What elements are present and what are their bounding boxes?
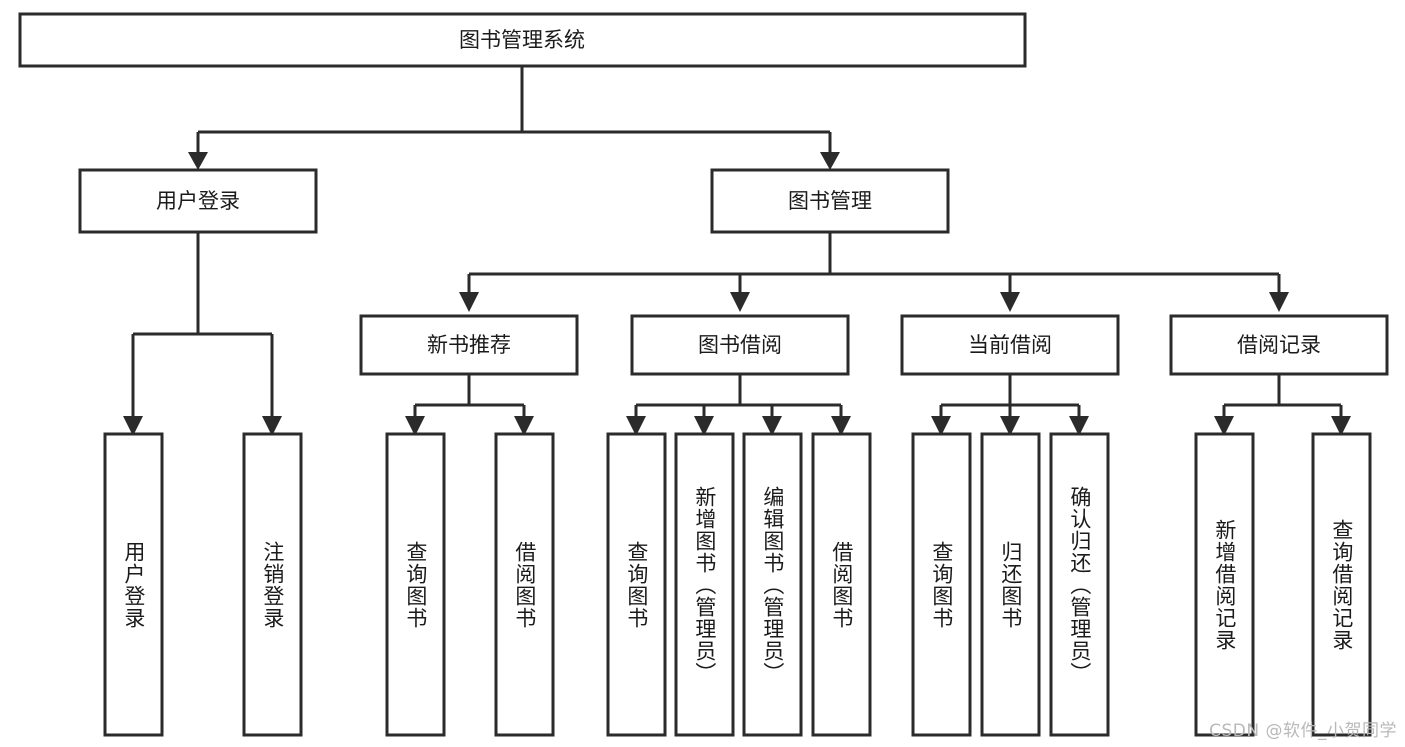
arrow-head-icon [1269,292,1289,312]
connector-book-management-to-level3 [459,232,1289,312]
connector-root-to-level2 [188,66,840,170]
leaf-box-borrow-book-recommend[interactable] [494,432,555,737]
arrow-head-icon [123,416,143,436]
arrow-head-icon [762,416,782,436]
arrow-head-icon [1331,416,1351,436]
arrow-head-icon [626,416,646,436]
leaf-box-query-book-recommend[interactable] [385,432,446,737]
arrow-head-icon [1069,416,1089,436]
node-root[interactable]: 图书管理系统 [18,12,1027,68]
node-new-book-recommend-label: 新书推荐 [427,333,511,357]
arrow-head-icon [1000,292,1020,312]
node-current-borrow[interactable]: 当前借阅 [900,314,1120,376]
leaf-box-edit-book-admin[interactable] [742,432,803,737]
arrow-head-icon [459,292,479,312]
node-new-book-recommend[interactable]: 新书推荐 [359,314,579,376]
watermark-text: CSDN @软件_小贺同学 [1209,721,1397,741]
node-book-management-label: 图书管理 [788,189,872,213]
arrow-head-icon [831,416,851,436]
leaf-box-confirm-return-admin[interactable] [1049,432,1110,737]
connector-book-borrow-to-leaves [626,374,851,436]
arrow-head-icon [820,152,840,170]
leaf-box-user-login[interactable] [103,432,164,737]
leaf-box-add-book-admin[interactable] [674,432,735,737]
leaf-box-query-book-current[interactable] [911,432,972,737]
arrow-head-icon [931,416,951,436]
node-borrow-record-box[interactable] [1169,314,1389,376]
connector-borrow-record-to-leaves [1214,374,1351,436]
arrow-head-icon [1214,416,1234,436]
leaf-box-query-borrow-record[interactable] [1311,432,1372,737]
node-borrow-record-label: 借阅记录 [1237,333,1321,357]
node-book-borrow-box[interactable] [630,314,850,376]
leaf-box-borrow-book[interactable] [811,432,872,737]
node-book-management[interactable]: 图书管理 [710,168,950,234]
node-user-login-label: 用户登录 [156,189,240,213]
connector-user-login-to-leaves [123,232,282,436]
node-current-borrow-label: 当前借阅 [968,333,1052,357]
node-user-login-box[interactable] [78,168,318,234]
node-book-borrow-label: 图书借阅 [698,333,782,357]
node-borrow-record[interactable]: 借阅记录 [1169,314,1389,376]
connector-new-book-recommend-to-leaves [405,374,534,436]
node-root-label: 图书管理系统 [459,28,585,52]
leaf-box-return-book[interactable] [980,432,1041,737]
node-book-borrow[interactable]: 图书借阅 [630,314,850,376]
arrow-head-icon [188,152,208,170]
arrow-head-icon [694,416,714,436]
node-new-book-recommend-box[interactable] [359,314,579,376]
arrow-head-icon [405,416,425,436]
leaf-box-add-borrow-record[interactable] [1194,432,1255,737]
connector-current-borrow-to-leaves [931,374,1089,436]
node-current-borrow-box[interactable] [900,314,1120,376]
arrow-head-icon [1000,416,1020,436]
arrow-head-icon [730,292,750,312]
node-user-login[interactable]: 用户登录 [78,168,318,234]
leaf-box-logout[interactable] [242,432,303,737]
arrow-head-icon [262,416,282,436]
node-root-box[interactable] [18,12,1027,68]
arrow-head-icon [514,416,534,436]
leaf-box-query-book-borrow[interactable] [606,432,667,737]
